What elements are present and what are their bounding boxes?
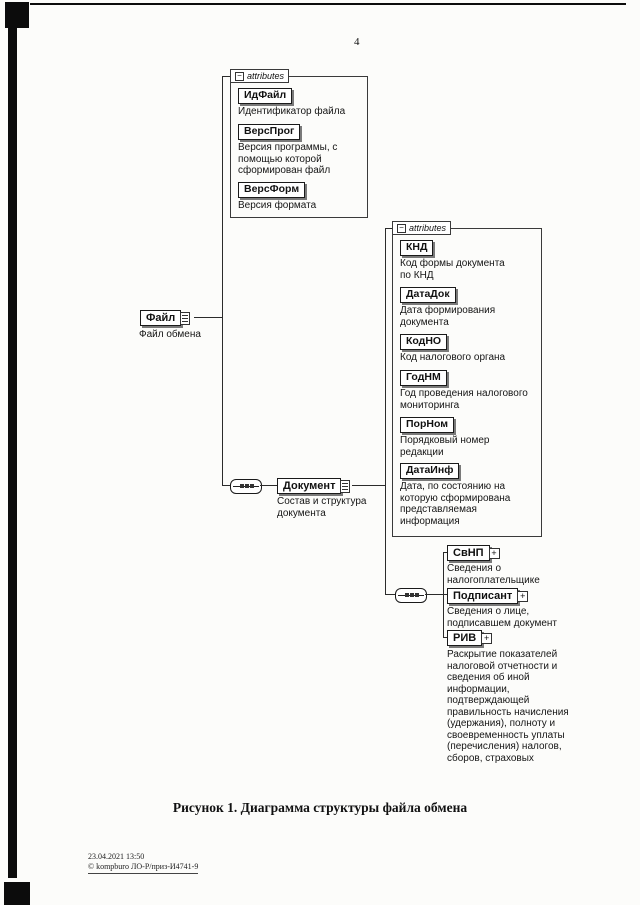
attribute-versprog: ВерсПрог: [238, 124, 301, 140]
child-connector-icon: [340, 480, 351, 493]
attributes-tab-label: attributes: [409, 222, 447, 233]
footer-stamp: © kompburo ЛО-Р/приз-И4741-9: [88, 862, 199, 874]
attributes-group-file: [230, 76, 368, 218]
attributes-tab: attributes: [230, 69, 290, 83]
sequence-dot: [240, 484, 244, 488]
attribute-knd: КНД: [400, 240, 434, 256]
scan-edge-top: [30, 3, 626, 5]
element-svnp-description: Сведения о налогоплательщике: [447, 563, 540, 586]
expand-icon: [481, 633, 493, 644]
element-file-label: Файл: [146, 312, 176, 324]
element-svnp: СвНП: [447, 545, 500, 561]
attribute-datainf-description: Дата, по состоянию на которую сформирова…: [400, 481, 511, 527]
expand-icon: [517, 591, 529, 602]
attribute-kodno: КодНО: [400, 334, 448, 350]
sequence-icon: [395, 588, 427, 603]
connector-line: [194, 317, 222, 318]
element-podpisant: Подписант: [447, 588, 529, 604]
connector-line: [385, 594, 395, 595]
element-podpisant-description: Сведения о лице, подписавшем документ: [447, 606, 558, 629]
footer-timestamp: 23.04.2021 13:50: [88, 852, 145, 861]
connector-line: [385, 228, 386, 594]
attribute-godnm-description: Год проведения налогового мониторинга: [400, 388, 528, 411]
attribute-pornom: ПорНом: [400, 417, 454, 433]
element-document: Документ: [277, 478, 351, 494]
attribute-datadok-description: Дата формирования документа: [400, 305, 496, 328]
connector-line: [443, 552, 444, 638]
element-riv-description: Раскрытие показателей налоговой отчетнос…: [447, 649, 569, 764]
element-riv-label: РИВ: [453, 632, 477, 644]
child-connector-icon: [180, 312, 191, 325]
attribute-idfile-description: Идентификатор файла: [238, 106, 346, 117]
connector-line: [222, 76, 230, 77]
attribute-datadok: ДатаДок: [400, 287, 456, 303]
page-footer: 23.04.2021 13:50 © kompburo ЛО-Р/приз-И4…: [88, 852, 199, 874]
attribute-versform-description: Версия формата: [238, 200, 317, 211]
sequence-dot: [410, 593, 414, 597]
element-document-label: Документ: [283, 480, 336, 492]
collapse-icon: [397, 223, 406, 233]
connector-line: [443, 637, 447, 638]
connector-line: [385, 228, 392, 229]
element-svnp-label: СвНП: [453, 547, 484, 559]
attribute-versform: ВерсФорм: [238, 182, 306, 198]
scan-corner-top-left: [5, 2, 29, 28]
connector-line: [425, 594, 443, 595]
page-number: 4: [354, 36, 360, 48]
attribute-kodno-description: Код налогового органа: [400, 352, 506, 363]
sequence-dot: [250, 484, 254, 488]
connector-line: [222, 76, 223, 486]
connector-line: [443, 552, 447, 553]
figure-caption: Рисунок 1. Диаграмма структуры файла обм…: [172, 800, 468, 815]
sequence-icon: [230, 479, 262, 494]
attributes-tab: attributes: [392, 221, 452, 235]
element-podpisant-label: Подписант: [453, 590, 513, 602]
sequence-dot: [245, 484, 249, 488]
connector-line: [222, 485, 230, 486]
attribute-versprog-description: Версия программы, с помощью которой сфор…: [238, 142, 338, 176]
attributes-group-document: [392, 228, 542, 537]
attribute-pornom-description: Порядковый номер редакции: [400, 435, 490, 458]
sequence-dot: [415, 593, 419, 597]
scan-edge-left: [8, 26, 17, 878]
collapse-icon: [235, 71, 244, 81]
attributes-tab-label: attributes: [247, 70, 285, 81]
connector-line: [260, 485, 277, 486]
element-document-description: Состав и структура документа: [277, 496, 367, 519]
element-riv: РИВ: [447, 630, 493, 646]
connector-line: [352, 485, 385, 486]
attribute-idfile: ИдФайл: [238, 88, 293, 104]
sequence-dot: [405, 593, 409, 597]
scan-corner-bottom-left: [4, 882, 30, 905]
connector-line: [443, 594, 447, 595]
attribute-knd-description: Код формы документа по КНД: [400, 258, 505, 281]
expand-icon: [488, 548, 500, 559]
element-file-description: Файл обмена: [139, 329, 201, 340]
attribute-godnm: ГодНМ: [400, 370, 447, 386]
attribute-datainf: ДатаИнф: [400, 463, 460, 479]
element-file: Файл: [140, 310, 191, 326]
